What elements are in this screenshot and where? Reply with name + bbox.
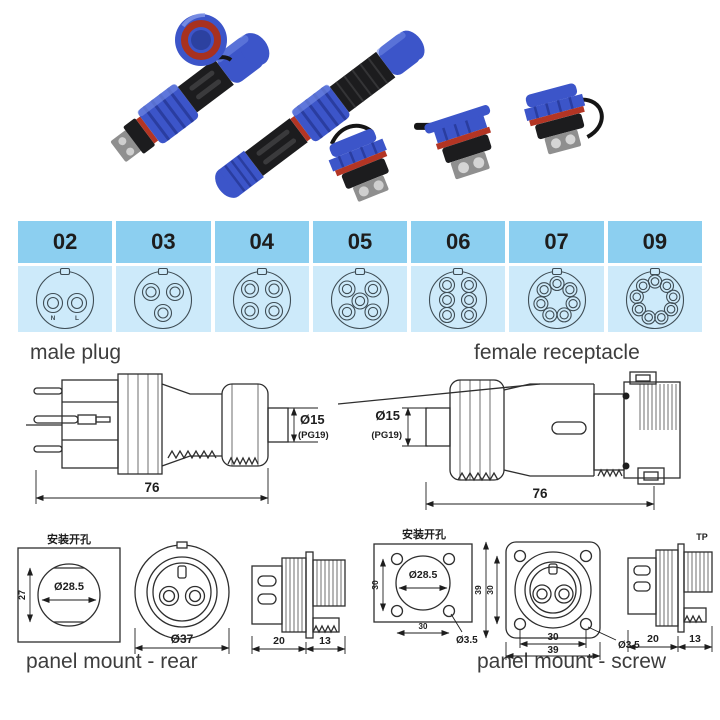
size-header: 04 [214,221,309,263]
male-length-dim: 76 [144,480,160,495]
screw-flange-screw-hole-dim: Ø3.5 [618,640,640,651]
pin-diagram-cell [411,266,506,332]
size-header: 06 [411,221,506,263]
screw-flange-width-dim: 39 [547,645,559,656]
rear-depth-front-dim: 13 [319,635,331,647]
screw-depth-rear-dim: 20 [647,633,659,645]
pin-face-07 [527,267,586,330]
male-diameter-dim: Ø15 [300,412,325,427]
photo-mated-pair [215,30,425,198]
size-header: 02 [18,221,113,263]
panel-mount-rear-drawing: 安装开孔 Ø28.5 27 Ø37 20 13 [17,532,346,654]
screw-cutout-label: 安装开孔 [402,527,446,541]
female-receptacle-label: female receptacle [474,341,640,364]
pin-face-09 [625,267,684,330]
screw-tp-label: TP [696,532,708,542]
screw-depth-front-dim: 13 [689,633,701,645]
svg-text:N: N [51,315,56,322]
pin-face-03 [134,267,193,330]
rear-cutout-label: 安装开孔 [47,532,91,546]
male-thread-dim: (PG19) [298,430,329,441]
screw-cutout-pitch-h-dim: 30 [419,622,428,631]
photo-panel-socket-3 [524,83,604,155]
rear-hole-dim: Ø28.5 [54,581,84,593]
screw-cutout-pitch-v-dim: 30 [370,580,380,590]
photo-panel-socket-1 [328,123,389,202]
screw-hole-dim: Ø28.5 [409,569,438,581]
size-header: 09 [607,221,702,263]
pin-diagram-cell [214,266,309,332]
female-thread-dim: (PG19) [371,430,402,441]
screw-cutout-screw-hole-dim: Ø3.5 [456,635,478,646]
size-header: 03 [116,221,211,263]
pin-diagram-cell [509,266,604,332]
female-receptacle-drawing: Ø15 (PG19) 76 [338,371,681,510]
size-header: 07 [509,221,604,263]
svg-text:L: L [75,315,79,322]
panel-mount-screw-drawing: 安装开孔 Ø28.5 30 30 Ø3.5 39 30 30 39 Ø3.5 T… [370,527,713,660]
pin-face-06 [429,267,488,330]
female-length-dim: 76 [532,486,548,501]
pin-diagram-cell [607,266,702,332]
panel-mount-rear-label: panel mount - rear [26,650,198,673]
photo-open-cap [175,13,227,66]
rear-depth-rear-dim: 20 [273,635,285,647]
pin-face-05 [330,267,390,330]
product-photo [110,13,604,202]
pin-face-04 [232,267,291,330]
size-header: 05 [312,221,408,263]
pin-diagram-cell [116,266,211,332]
male-plug-drawing: 76 Ø15 (PG19) [26,373,329,504]
rear-flat-dim: 27 [17,590,27,600]
photo-male-plug-cable [110,33,270,162]
male-plug-label: male plug [30,341,122,364]
pin-diagram-cell [312,266,408,332]
screw-hole-pitch-v-dim: 30 [485,585,495,595]
screw-flange-height-dim: 39 [473,585,483,595]
female-diameter-dim: Ø15 [375,408,400,423]
rear-front-diameter-dim: Ø37 [171,632,194,646]
screw-hole-pitch-h-dim: 30 [547,632,559,643]
photo-panel-socket-2 [414,105,492,180]
